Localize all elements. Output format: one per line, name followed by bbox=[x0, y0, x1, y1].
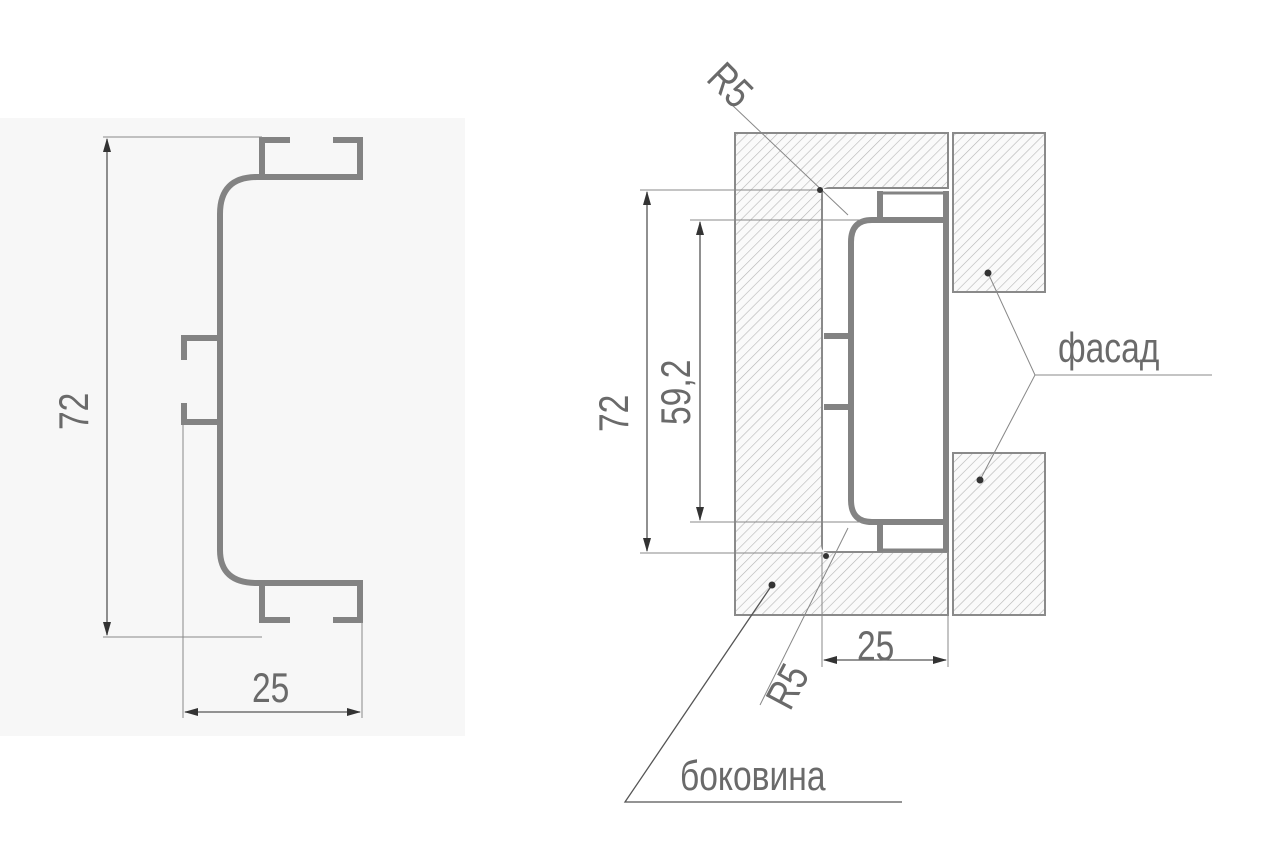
right-inner-height-label: 59,2 bbox=[654, 360, 700, 425]
right-installation-drawing: 72 59,2 25 R5 R5 фасад боковина bbox=[592, 54, 1212, 803]
facade-label: фасад bbox=[1058, 326, 1159, 372]
leader-dot bbox=[976, 476, 984, 484]
radius-label-bottom: R5 bbox=[758, 657, 819, 717]
radius-leader-top bbox=[729, 102, 849, 216]
side-label: боковина bbox=[680, 754, 826, 800]
right-width-label: 25 bbox=[857, 624, 894, 670]
leader-dot bbox=[984, 269, 992, 277]
leader-dot bbox=[817, 187, 823, 193]
left-width-label: 25 bbox=[252, 666, 289, 712]
left-profile-drawing: 72 25 bbox=[0, 118, 465, 736]
radius-label-top: R5 bbox=[698, 54, 761, 117]
side-leader bbox=[623, 584, 902, 803]
facade-top bbox=[952, 132, 1046, 293]
profile-cavity bbox=[823, 189, 947, 551]
leader-dot bbox=[823, 553, 829, 559]
right-profile-section bbox=[824, 191, 949, 552]
left-height-label: 72 bbox=[52, 393, 98, 430]
facade-leader bbox=[979, 272, 1036, 481]
radius-leader-bottom bbox=[759, 527, 849, 706]
right-outer-height-label: 72 bbox=[592, 395, 638, 432]
left-profile-section bbox=[181, 137, 363, 623]
facade-bottom bbox=[952, 452, 1046, 616]
profile-lips bbox=[880, 191, 946, 552]
side-panel bbox=[734, 132, 949, 616]
left-panel-background bbox=[0, 118, 465, 736]
leader-dot bbox=[768, 581, 776, 589]
